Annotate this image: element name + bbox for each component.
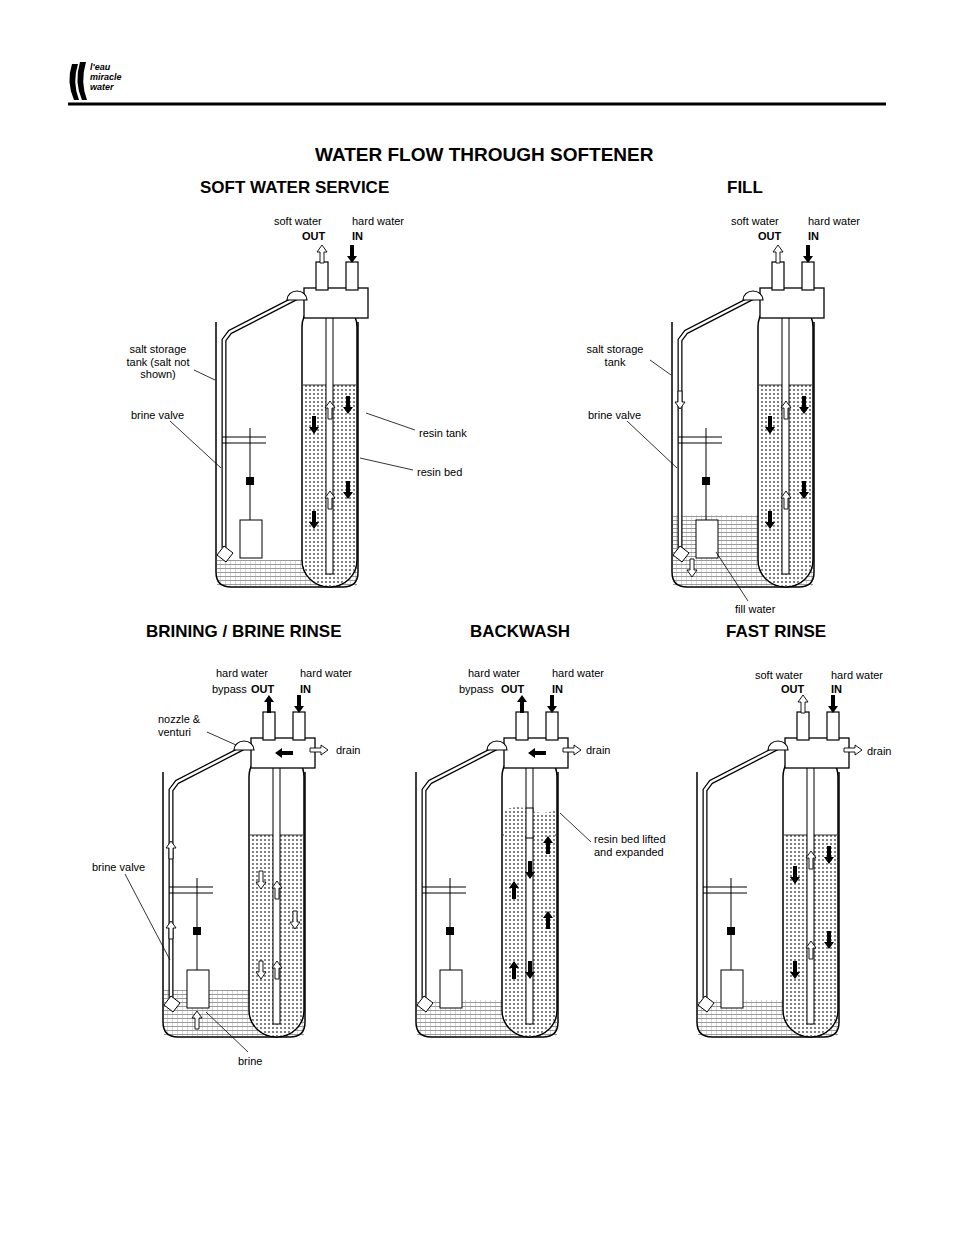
flow-label: OUT <box>781 683 804 696</box>
part-label: salt storage tank (salt not shown) <box>126 343 190 381</box>
flow-label: IN <box>808 230 819 243</box>
panel-heading: FILL <box>727 178 763 198</box>
fast-rinse-panel <box>697 695 862 1037</box>
flow-label: IN <box>300 683 311 696</box>
part-label: drain <box>867 745 891 758</box>
part-label: hard water <box>216 667 268 680</box>
panel-heading: BACKWASH <box>470 622 570 642</box>
flow-label: OUT <box>758 230 781 243</box>
part-label: brine valve <box>588 409 641 422</box>
part-label: brine valve <box>92 861 145 874</box>
flow-label: OUT <box>501 683 524 696</box>
brining-panel <box>163 695 328 1037</box>
fill-panel <box>672 245 824 587</box>
part-label: brine <box>238 1055 262 1068</box>
part-label: bypass <box>459 683 494 696</box>
panel-heading: BRINING / BRINE RINSE <box>146 622 342 642</box>
part-label: hard water <box>808 215 860 228</box>
flow-label: IN <box>552 683 563 696</box>
logo-text: miracle <box>90 72 122 82</box>
part-label: bypass <box>212 683 247 696</box>
part-label: hard water <box>552 667 604 680</box>
header-rule <box>68 103 886 106</box>
flow-label: IN <box>352 230 363 243</box>
part-label: brine valve <box>131 409 184 422</box>
leader-lines <box>125 360 748 1052</box>
part-label: drain <box>586 744 610 757</box>
part-label: fill water <box>735 603 775 616</box>
part-label: nozzle & venturi <box>158 713 210 738</box>
service-panel <box>216 245 368 587</box>
backwash-panel <box>416 695 581 1037</box>
flow-label: OUT <box>302 230 325 243</box>
part-label: hard water <box>300 667 352 680</box>
part-label: soft water <box>274 215 322 228</box>
part-label: resin tank <box>419 427 467 440</box>
part-label: hard water <box>468 667 520 680</box>
part-label: soft water <box>731 215 779 228</box>
part-label: soft water <box>755 669 803 682</box>
diagram-title: WATER FLOW THROUGH SOFTENER <box>315 144 653 166</box>
part-label: drain <box>336 744 360 757</box>
part-label: resin bed lifted and expanded <box>594 833 686 858</box>
flow-label: OUT <box>251 683 274 696</box>
part-label: resin bed <box>417 466 462 479</box>
panel-heading: FAST RINSE <box>726 622 826 642</box>
panel-heading: SOFT WATER SERVICE <box>200 178 389 198</box>
logo-text: water <box>90 82 114 92</box>
part-label: salt storage tank <box>583 343 647 368</box>
part-label: hard water <box>352 215 404 228</box>
part-label: hard water <box>831 669 883 682</box>
flow-label: IN <box>831 683 842 696</box>
logo <box>69 62 87 100</box>
logo-text: l'eau <box>90 62 110 72</box>
